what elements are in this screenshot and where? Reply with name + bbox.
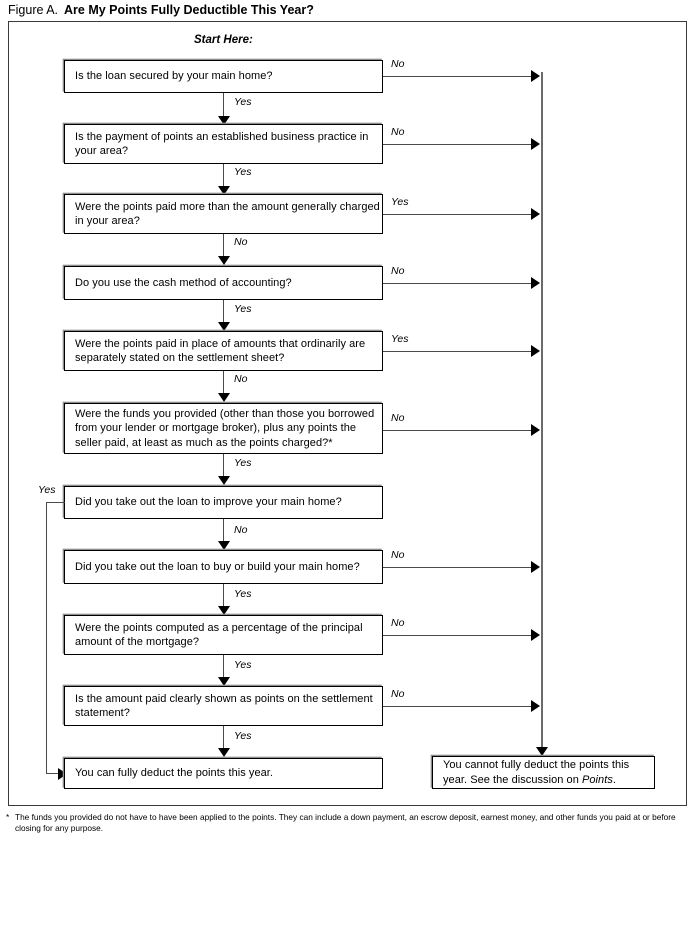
edge-label-q1-yes: Yes bbox=[234, 96, 252, 108]
edge-q6-no bbox=[383, 430, 538, 432]
decision-text-q1: Is the loan secured by your main home? bbox=[75, 70, 273, 83]
edge-q8-no-arrowhead bbox=[531, 561, 540, 573]
collector-arrowhead bbox=[536, 747, 548, 756]
footnote: * The funds you provided do not have to … bbox=[6, 812, 690, 833]
footnote-marker: * bbox=[6, 812, 10, 822]
decision-box-q10[interactable]: Is the amount paid clearly shown as poin… bbox=[64, 686, 383, 726]
edge-q5-yes bbox=[383, 351, 538, 353]
outcome-box-not-deductible[interactable]: You cannot fully deduct the points this … bbox=[432, 756, 655, 789]
edge-label-q9-yes: Yes bbox=[234, 659, 252, 671]
edge-label-q10-yes: Yes bbox=[234, 730, 252, 742]
edge-q9-yes bbox=[223, 655, 225, 681]
edge-q2-no-arrowhead bbox=[531, 138, 540, 150]
decision-box-q1[interactable]: Is the loan secured by your main home? bbox=[64, 60, 383, 93]
edge-q8-yes bbox=[223, 584, 225, 610]
edge-q1-yes-arrowhead bbox=[218, 116, 230, 125]
edge-q6-no-arrowhead bbox=[531, 424, 540, 436]
decision-box-q7[interactable]: Did you take out the loan to improve you… bbox=[64, 486, 383, 519]
edge-q3-no bbox=[223, 234, 225, 260]
edge-q9-no-arrowhead bbox=[531, 629, 540, 641]
edge-q5-no bbox=[223, 371, 225, 397]
edge-q7-yes-out bbox=[46, 502, 65, 504]
edge-q6-yes bbox=[223, 454, 225, 480]
page-title: Are My Points Fully Deductible This Year… bbox=[64, 3, 314, 17]
edge-q2-no bbox=[383, 144, 538, 146]
edge-q8-no bbox=[383, 567, 538, 569]
decision-box-q6[interactable]: Were the funds you provided (other than … bbox=[64, 403, 383, 454]
edge-q10-yes-arrowhead bbox=[218, 748, 230, 757]
edge-label-q5-no: No bbox=[234, 373, 248, 385]
edge-q10-yes bbox=[223, 726, 225, 752]
edge-q1-no bbox=[383, 76, 538, 78]
edge-q9-yes-arrowhead bbox=[218, 677, 230, 686]
edge-q5-yes-arrowhead bbox=[531, 345, 540, 357]
decision-box-q8[interactable]: Did you take out the loan to buy or buil… bbox=[64, 550, 383, 584]
edge-q7-yes-arrowhead bbox=[58, 768, 67, 780]
edge-q7-no bbox=[223, 519, 225, 545]
decision-box-q2[interactable]: Is the payment of points an established … bbox=[64, 124, 383, 164]
outcome-text-not-deductible: You cannot fully deduct the points this … bbox=[433, 758, 654, 787]
edge-label-q8-no: No bbox=[391, 549, 405, 561]
edge-q3-no-arrowhead bbox=[218, 256, 230, 265]
figure-label: Figure A. bbox=[8, 3, 59, 17]
decision-text-q6: Were the funds you provided (other than … bbox=[75, 407, 375, 449]
figure-heading: Figure A. Are My Points Fully Deductible … bbox=[8, 2, 314, 18]
outcome-not-deductible-post: . bbox=[612, 773, 616, 786]
outcome-not-deductible-pre: You cannot fully deduct the points this … bbox=[443, 759, 630, 786]
decision-text-q3: Were the points paid more than the amoun… bbox=[75, 200, 380, 228]
edge-label-q6-yes: Yes bbox=[234, 457, 252, 469]
edge-q6-yes-arrowhead bbox=[218, 476, 230, 485]
edge-q7-yes-in bbox=[46, 773, 66, 775]
edge-label-q4-no: No bbox=[391, 265, 405, 277]
edge-label-q2-yes: Yes bbox=[234, 166, 252, 178]
decision-text-q2: Is the payment of points an established … bbox=[75, 130, 369, 158]
edge-label-q3-yes: Yes bbox=[391, 196, 409, 208]
outcome-not-deductible-term: Points bbox=[582, 773, 613, 786]
decision-text-q9: Were the points computed as a percentage… bbox=[75, 621, 363, 649]
right-collector-line bbox=[541, 72, 543, 756]
edge-q2-yes-arrowhead bbox=[218, 186, 230, 195]
edge-label-q9-no: No bbox=[391, 617, 405, 629]
decision-text-q4: Do you use the cash method of accounting… bbox=[75, 276, 292, 289]
edge-q9-no bbox=[383, 635, 538, 637]
edge-q7-no-arrowhead bbox=[218, 541, 230, 550]
footnote-text: The funds you provided do not have to ha… bbox=[15, 812, 676, 833]
outcome-box-deductible[interactable]: You can fully deduct the points this yea… bbox=[64, 758, 383, 789]
edge-label-q2-no: No bbox=[391, 126, 405, 138]
edge-q8-yes-arrowhead bbox=[218, 606, 230, 615]
decision-box-q5[interactable]: Were the points paid in place of amounts… bbox=[64, 331, 383, 371]
edge-label-q6-no: No bbox=[391, 412, 405, 424]
decision-box-q3[interactable]: Were the points paid more than the amoun… bbox=[64, 194, 383, 234]
edge-q2-yes bbox=[223, 164, 225, 190]
edge-label-q10-no: No bbox=[391, 688, 405, 700]
edge-q5-no-arrowhead bbox=[218, 393, 230, 402]
edge-q4-yes-arrowhead bbox=[218, 322, 230, 331]
edge-q1-yes bbox=[223, 93, 225, 120]
edge-q3-yes-arrowhead bbox=[531, 208, 540, 220]
edge-q10-no-arrowhead bbox=[531, 700, 540, 712]
edge-label-q1-no: No bbox=[391, 58, 405, 70]
edge-label-q7-no: No bbox=[234, 524, 248, 536]
edge-label-q5-yes: Yes bbox=[391, 333, 409, 345]
decision-text-q7: Did you take out the loan to improve you… bbox=[75, 496, 342, 509]
edge-q7-yes-down bbox=[46, 502, 48, 774]
edge-label-q8-yes: Yes bbox=[234, 588, 252, 600]
edge-q4-no-arrowhead bbox=[531, 277, 540, 289]
start-here-label: Start Here: bbox=[194, 34, 253, 46]
edge-label-q4-yes: Yes bbox=[234, 303, 252, 315]
edge-q3-yes bbox=[383, 214, 538, 216]
edge-q4-yes bbox=[223, 300, 225, 326]
edge-label-q3-no: No bbox=[234, 236, 248, 248]
decision-text-q10: Is the amount paid clearly shown as poin… bbox=[75, 692, 373, 720]
decision-text-q8: Did you take out the loan to buy or buil… bbox=[75, 560, 360, 573]
edge-q10-no bbox=[383, 706, 538, 708]
decision-box-q4[interactable]: Do you use the cash method of accounting… bbox=[64, 266, 383, 300]
outcome-text-deductible: You can fully deduct the points this yea… bbox=[75, 767, 273, 780]
edge-label-q7-yes: Yes bbox=[38, 484, 56, 496]
decision-box-q9[interactable]: Were the points computed as a percentage… bbox=[64, 615, 383, 655]
edge-q4-no bbox=[383, 283, 538, 285]
edge-q1-no-arrowhead bbox=[531, 70, 540, 82]
decision-text-q5: Were the points paid in place of amounts… bbox=[75, 337, 366, 365]
